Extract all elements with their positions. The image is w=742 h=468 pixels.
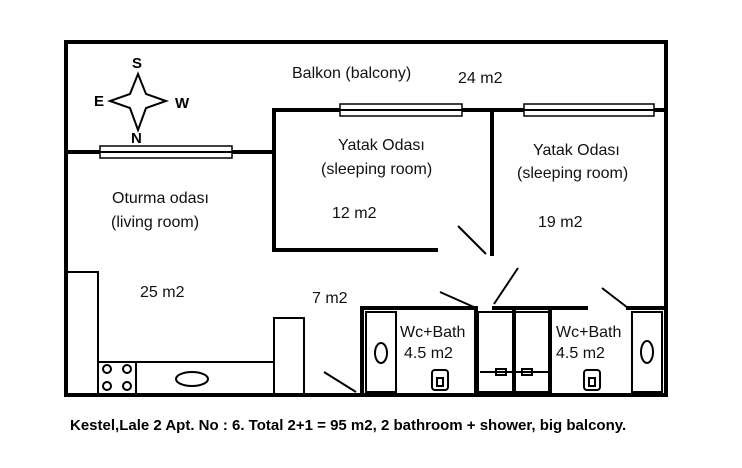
living-name: Oturma odası [112,190,209,207]
plan-caption: Kestel,Lale 2 Apt. No : 6. Total 2+1 = 9… [70,417,626,434]
toilet-right [583,369,601,391]
kitchen-sink [175,371,209,387]
sink-right [640,340,654,364]
compass-icon: S E W N [94,55,190,147]
compass-south: S [132,55,142,72]
windows [99,103,655,159]
wc2-area: 4.5 m2 [556,345,605,362]
wc1-area: 4.5 m2 [404,345,453,362]
compass-east: E [94,93,104,110]
bedroom2-name: Yatak Odası [533,142,620,159]
bedroom1-name: Yatak Odası [338,137,425,154]
wc2-name: Wc+Bath [556,324,621,341]
toilet-left [431,369,449,391]
room-labels: Balkon (balcony) 24 m2 Yatak Odası (slee… [111,65,628,362]
living-area: 25 m2 [140,284,185,301]
bedroom2-area: 19 m2 [538,214,583,231]
doors [323,225,629,393]
balcony-label: Balkon (balcony) [292,65,411,82]
bathroom-fixtures [365,311,663,393]
bedroom2-sub: (sleeping room) [517,165,628,182]
living-sub: (living room) [111,214,199,231]
kitchen-counter [65,271,305,396]
wc1-name: Wc+Bath [400,324,465,341]
bedroom1-sub: (sleeping room) [321,161,432,178]
shower [477,311,551,393]
hall-area: 7 m2 [312,290,348,307]
compass-north: N [131,130,142,147]
fridge [273,317,305,396]
compass-west: W [175,95,190,112]
stove [97,361,137,396]
sink-left [374,342,388,364]
bedroom1-area: 12 m2 [332,205,377,222]
balcony-area: 24 m2 [458,70,503,87]
